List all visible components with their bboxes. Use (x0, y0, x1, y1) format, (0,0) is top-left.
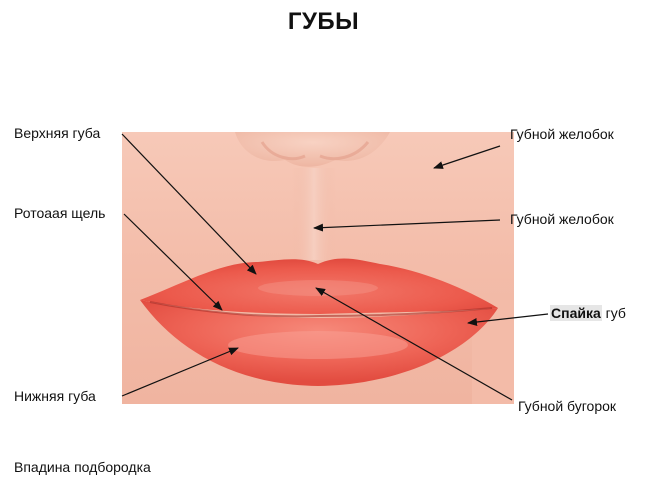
arrow-upper-lip (122, 134, 256, 274)
arrow-philtrum-top (434, 146, 500, 168)
label-upper-lip: Верхняя губа (14, 125, 100, 141)
label-commissure-bold: Спайка (550, 305, 602, 321)
label-philtrum-mid: Губной желобок (510, 211, 614, 227)
label-tubercle: Губной бугорок (518, 398, 616, 414)
label-chin-depression: Впадина подбородка (14, 459, 151, 475)
label-oral-fissure: Ротоаая щель (14, 205, 105, 221)
arrow-oral-fissure (124, 214, 222, 310)
arrow-commissure (468, 314, 548, 323)
arrow-tubercle (316, 288, 512, 400)
arrow-lower-lip (122, 348, 238, 396)
arrow-philtrum-mid (314, 220, 500, 228)
label-commissure: Спайка губ (550, 305, 626, 321)
label-philtrum-top: Губной желобок (510, 126, 614, 142)
label-lower-lip: Нижняя губа (14, 388, 96, 404)
label-commissure-rest: губ (606, 305, 626, 321)
